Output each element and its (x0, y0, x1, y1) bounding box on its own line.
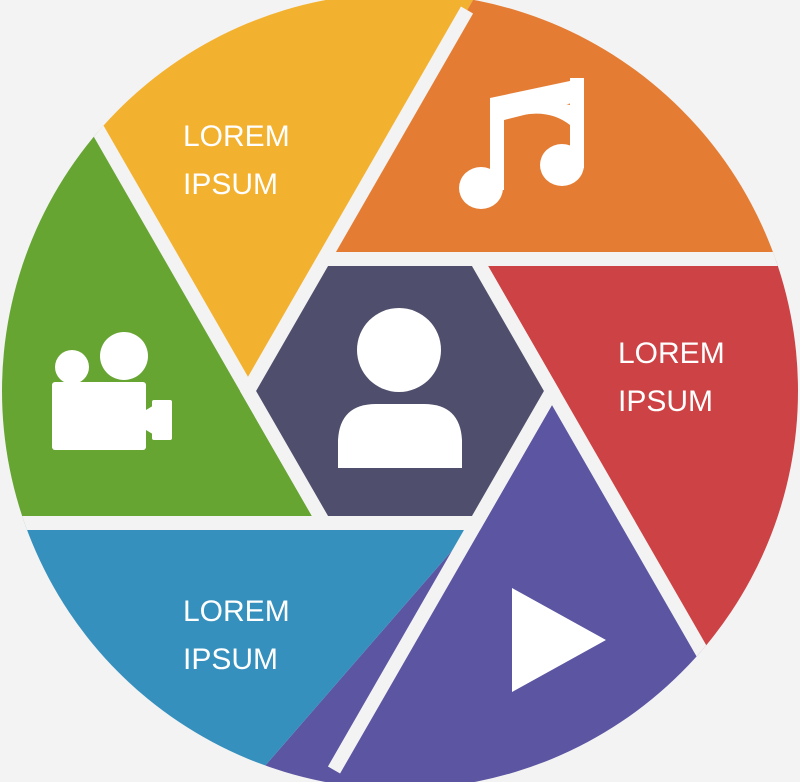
music-note-icon (459, 78, 584, 209)
red-label-line1: LOREM (618, 337, 725, 370)
segment-yellow (23, 0, 473, 391)
yellow-label-line1: LOREM (183, 120, 290, 153)
play-icon (512, 588, 606, 692)
user-icon (338, 308, 462, 468)
blue-label-line2: IPSUM (183, 643, 278, 676)
blue-label-line1: LOREM (183, 595, 290, 628)
yellow-label-line2: IPSUM (183, 168, 278, 201)
red-label-line2: IPSUM (618, 385, 713, 418)
video-camera-icon (52, 332, 172, 450)
